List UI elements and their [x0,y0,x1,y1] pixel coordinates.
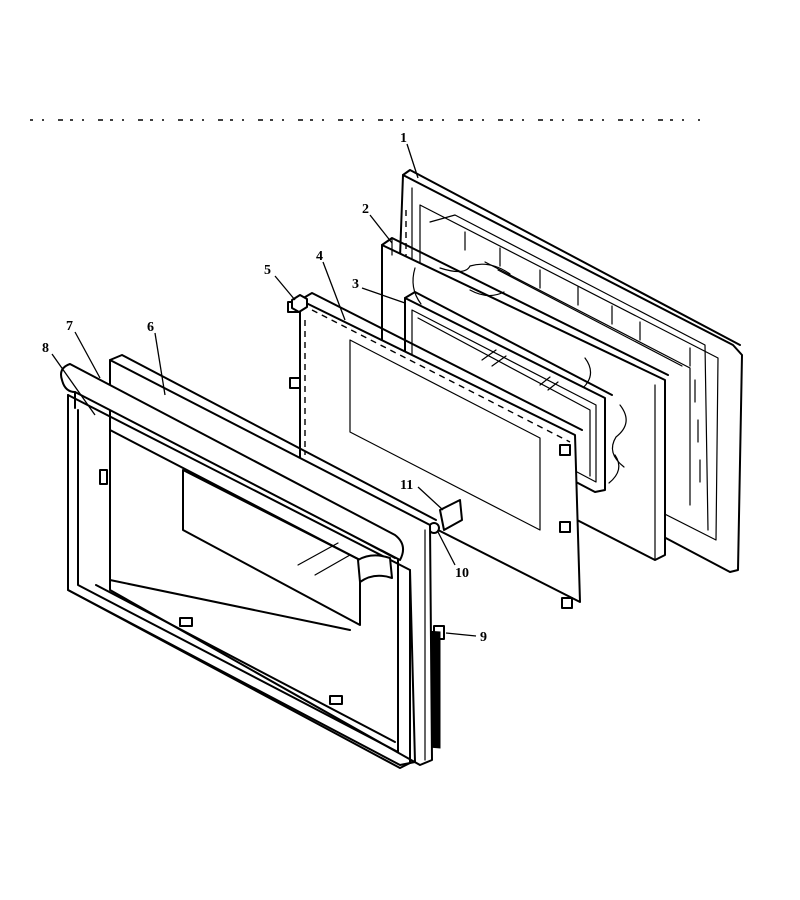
callout-1: 1 [400,131,407,146]
leader-lines [51,143,477,637]
callout-labels: 1 2 3 4 5 6 7 8 9 10 11 [42,131,487,645]
hinge-clip [291,294,308,313]
callout-6: 6 [147,320,154,335]
callout-10: 10 [455,566,469,581]
callout-7: 7 [66,319,73,334]
callout-9: 9 [480,630,487,645]
callout-2: 2 [362,202,369,217]
door-bracket [439,499,463,531]
callout-3: 3 [352,277,359,292]
callout-5: 5 [264,263,271,278]
callout-4: 4 [316,249,323,264]
callout-11: 11 [400,478,413,493]
callout-8: 8 [42,341,49,356]
door-frame-panel [287,292,583,609]
